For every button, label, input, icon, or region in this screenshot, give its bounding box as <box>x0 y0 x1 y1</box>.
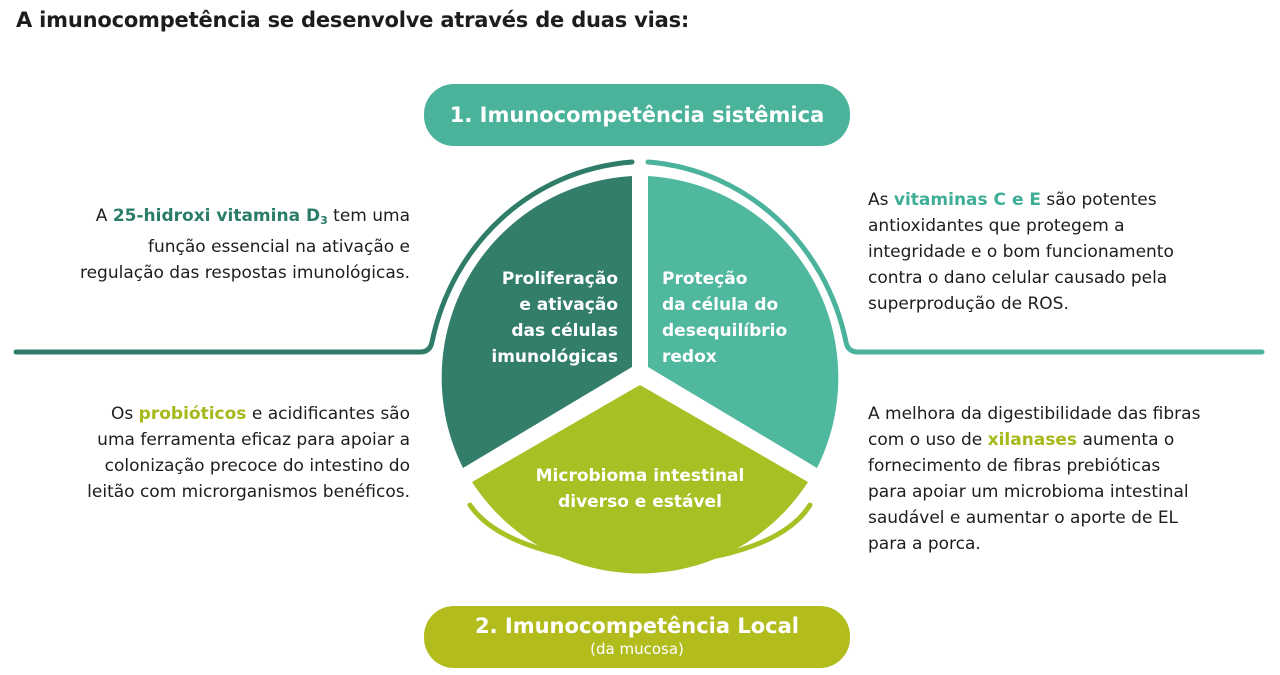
page-title: A imunocompetência se desenvolve através… <box>16 8 690 32</box>
text-probiotics: Os probióticos e acidificantes são uma f… <box>87 404 410 502</box>
segment-bottom-label: Microbioma intestinal diverso e estável <box>535 466 745 512</box>
local-pill-sub: (da mucosa) <box>590 640 684 658</box>
segment-bottom <box>472 385 808 574</box>
systemic-immunocompetence-pill: 1. Imunocompetência sistêmica <box>424 84 850 146</box>
segment-left <box>441 176 632 468</box>
right-connector-line <box>645 159 1265 355</box>
text-xylanases: A melhora da digestibilidade das fibras … <box>868 404 1201 554</box>
left-connector-line <box>13 159 635 355</box>
segment-left-label: Proliferação e ativação das células imun… <box>491 269 618 367</box>
segment-right-label: Proteção da célula do desequilíbrio redo… <box>662 269 788 367</box>
segment-right <box>648 176 839 468</box>
text-vitamin-d: A 25-hidroxi vitamina D3 tem uma função … <box>79 206 410 283</box>
text-vitamins-c-e: As vitaminas C e E são potentes antioxid… <box>868 190 1174 314</box>
local-pill-main: 2. Imunocompetência Local <box>475 614 799 638</box>
local-immunocompetence-pill: 2. Imunocompetência Local (da mucosa) <box>424 606 850 668</box>
